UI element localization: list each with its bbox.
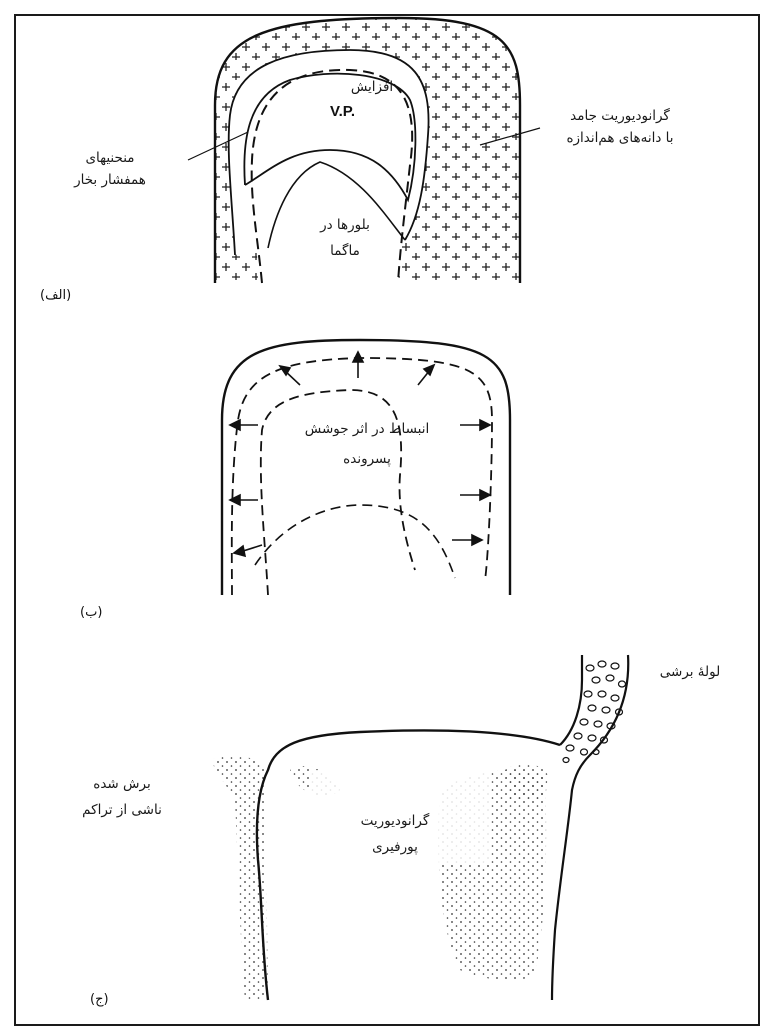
isobar-label-line1: منحنیهای [40,147,180,169]
vp-label: V.P. [330,103,355,120]
crystals-label: بلورها در ماگما [290,212,400,264]
panel-c-tag: (ج) [90,992,109,1007]
porphyry-label: گرانودیوریت پورفیری [310,808,480,860]
expansion-label: انبساط در اثر جوشش پسرونده [262,414,472,474]
breccia-label-line2: ناشی از تراکم [62,797,182,823]
granodiorite-label: گرانودیوریت جامد با دانه‌های هم‌اندازه [520,105,720,149]
crystals-label-line2: ماگما [290,238,400,264]
pipe-label: لولهٔ برشی [640,661,740,683]
panel-b-tag: (ب) [80,605,102,620]
breccia-label: برش شده ناشی از تراکم [62,771,182,823]
increase-label: افزایش [332,76,412,98]
crystals-label-line1: بلورها در [290,212,400,238]
expansion-label-line1: انبساط در اثر جوشش [262,414,472,444]
porphyry-label-line1: گرانودیوریت [310,808,480,834]
expansion-label-line2: پسرونده [262,444,472,474]
breccia-label-line1: برش شده [62,771,182,797]
granodiorite-label-line2: با دانه‌های هم‌اندازه [520,127,720,149]
granodiorite-label-line1: گرانودیوریت جامد [520,105,720,127]
isobar-label-line2: همفشار بخار [40,169,180,191]
isobar-label: منحنیهای همفشار بخار [40,147,180,191]
panel-a-tag: (الف) [40,288,71,303]
porphyry-label-line2: پورفیری [310,834,480,860]
